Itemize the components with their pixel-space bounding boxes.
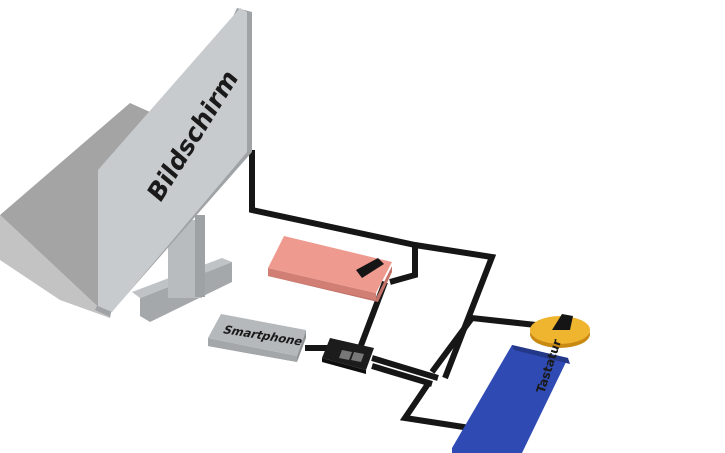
cable-hub-keyboard: [399, 382, 471, 431]
hub-port-2: [351, 352, 364, 362]
cable-hub-bundle-2: [371, 363, 433, 387]
monitor-shadow-soft: [0, 215, 110, 318]
hub-port-1: [339, 350, 352, 360]
cable-hub-bundle-1: [371, 355, 439, 381]
mouse-port: [552, 314, 573, 330]
cable-hub-mouse: [429, 314, 537, 374]
mouse: [530, 314, 590, 348]
keyboard: Tastatur: [452, 337, 570, 453]
hub: [322, 338, 374, 374]
monitor-front: [98, 8, 247, 312]
smartphone: Smartphone: [208, 314, 306, 362]
cable-monitor-right: [414, 242, 497, 380]
monitor-stand: [132, 215, 232, 322]
cables: [249, 150, 537, 431]
pink-device: [268, 236, 392, 302]
pink-device-port: [356, 258, 384, 278]
